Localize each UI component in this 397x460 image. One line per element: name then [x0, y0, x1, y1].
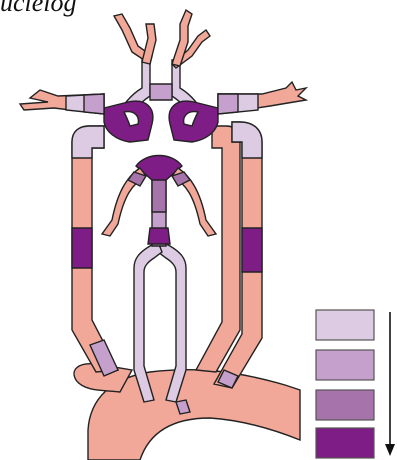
legend-swatch-stage-3 — [316, 390, 374, 420]
down-arrow-icon — [385, 312, 395, 456]
legend-swatch-stage-2 — [316, 350, 374, 380]
legend-swatch-stage-4 — [316, 428, 374, 458]
legend-swatch-stage-1 — [316, 310, 374, 340]
